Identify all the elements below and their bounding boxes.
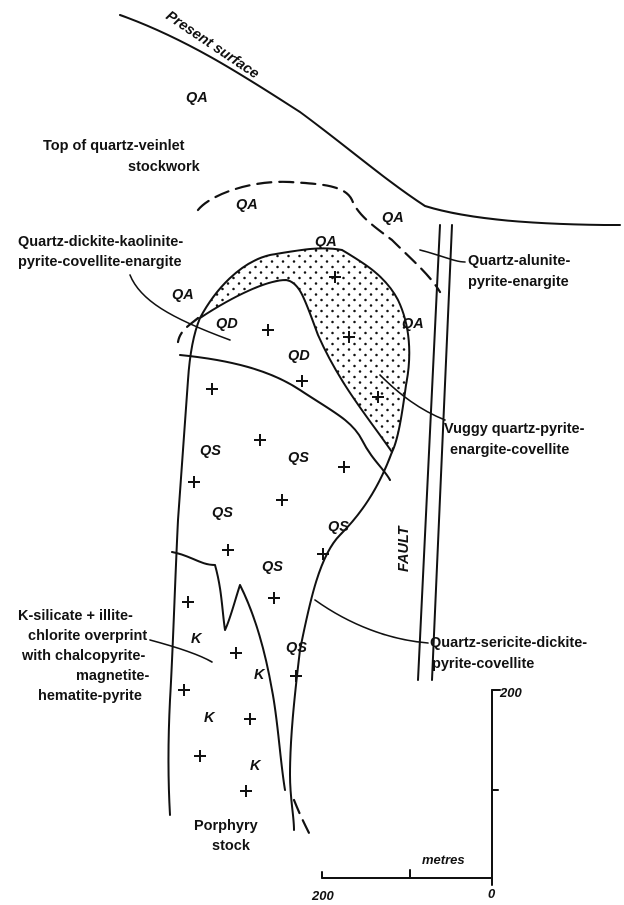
plus-marker (268, 592, 280, 604)
stockwork-top-label: Top of quartz-veinlet (43, 138, 185, 154)
quartz-alunite-label-line2: pyrite-enargite (468, 274, 569, 290)
stockwork-top-label-line2: stockwork (128, 159, 201, 175)
plus-marker (296, 375, 308, 387)
quartz-alunite-label: Quartz-alunite- (468, 253, 570, 269)
zone-k-label: K (204, 710, 216, 726)
k-silicate-label: K-silicate + illite- (18, 608, 133, 624)
plus-marker (338, 461, 350, 473)
plus-marker (262, 324, 274, 336)
quartz-dickite-label-line2: pyrite-covellite-enargite (18, 254, 182, 270)
plus-marker (230, 647, 242, 659)
plus-marker (206, 383, 218, 395)
zone-qa-label: QA (402, 316, 424, 332)
porphyry-stock-label: Porphyry (194, 818, 258, 834)
plus-marker (194, 750, 206, 762)
porphyry-dashed-lower-edge (294, 800, 310, 835)
plus-marker (244, 713, 256, 725)
zone-qs-label: QS (288, 450, 309, 466)
plus-marker (182, 596, 194, 608)
scale-horizontal-left-label: 200 (311, 888, 334, 903)
zone-qa-label: QA (172, 287, 194, 303)
plus-marker (222, 544, 234, 556)
zone-qs-label: QS (262, 559, 283, 575)
zone-qa-label: QA (236, 197, 258, 213)
zone-qs-label: QS (200, 443, 221, 459)
leader-quartz-alunite (420, 250, 465, 262)
scale-unit-label: metres (422, 852, 465, 867)
zone-qa-label: QA (315, 234, 337, 250)
ore-body-left-boundary (169, 318, 201, 815)
plus-marker (290, 670, 302, 682)
zone-qs-label: QS (328, 519, 349, 535)
quartz-dickite-label: Quartz-dickite-kaolinite- (18, 234, 183, 250)
fault-line-right (432, 225, 452, 680)
k-silicate-label-line3: with chalcopyrite- (21, 648, 145, 664)
k-silicate-zone-boundary (172, 552, 285, 790)
plus-marker (317, 548, 329, 560)
leader-k-silicate (150, 640, 212, 662)
scale-origin-label: 0 (488, 886, 496, 901)
zone-qa-label: QA (186, 90, 208, 106)
plus-marker (276, 494, 288, 506)
zone-k-label: K (250, 758, 262, 774)
scale-vertical-top-label: 200 (499, 685, 522, 700)
zone-qs-label: QS (286, 640, 307, 656)
fault-line-left (418, 225, 440, 680)
present-surface-line (120, 15, 620, 225)
k-silicate-label-line5: hematite-pyrite (38, 688, 142, 704)
quartz-sericite-label: Quartz-sericite-dickite- (430, 635, 587, 651)
k-silicate-label-line2: chlorite overprint (28, 628, 147, 644)
vuggy-quartz-label-line2: enargite-covellite (450, 442, 569, 458)
scale-bar: 200 metres 200 0 (311, 685, 522, 903)
quartz-sericite-label-line2: pyrite-covellite (432, 656, 534, 672)
leader-quartz-sericite (315, 600, 428, 643)
vuggy-quartz-label: Vuggy quartz-pyrite- (444, 421, 585, 437)
zone-qa-label: QA (382, 210, 404, 226)
present-surface-label: Present surface (163, 8, 262, 82)
plus-marker (188, 476, 200, 488)
plus-marker (254, 434, 266, 446)
zone-qd-label: QD (288, 348, 310, 364)
plus-marker (240, 785, 252, 797)
plus-marker (178, 684, 190, 696)
zone-k-label: K (191, 631, 203, 647)
porphyry-stock-label-line2: stock (212, 838, 251, 854)
k-silicate-label-line4: magnetite- (76, 668, 149, 684)
zone-qd-label: QD (216, 316, 238, 332)
zone-k-label: K (254, 667, 266, 683)
zone-qs-label: QS (212, 505, 233, 521)
fault-label: FAULT (396, 525, 412, 572)
